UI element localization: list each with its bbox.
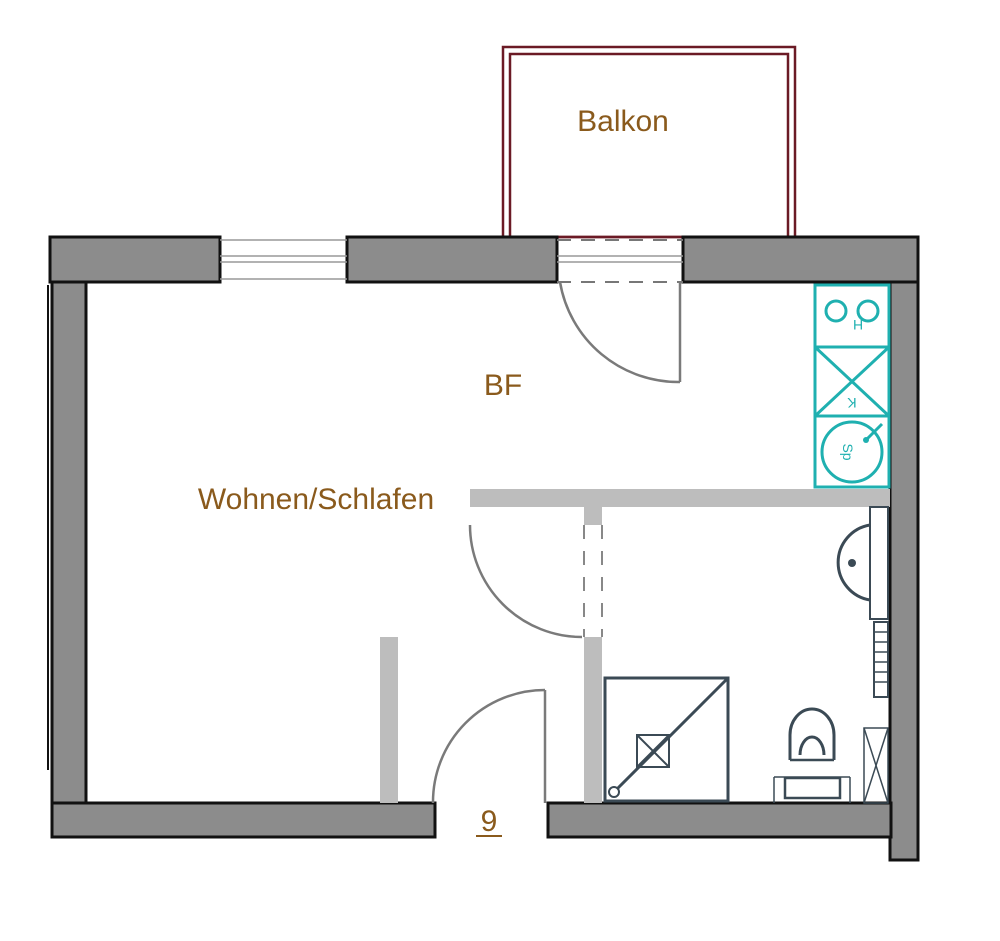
sink-label: Sp xyxy=(840,443,856,460)
hallway-label: BF xyxy=(484,369,522,402)
fridge-label: K xyxy=(847,395,857,411)
balcony-door-opening xyxy=(557,239,683,384)
toilet xyxy=(773,707,851,803)
unit-number: 9 xyxy=(481,805,498,838)
entrance-door xyxy=(431,688,547,804)
interior-partitions xyxy=(380,489,890,803)
radiator xyxy=(873,621,889,698)
shaft xyxy=(863,727,889,804)
kitchen-unit xyxy=(813,283,891,489)
window-left xyxy=(220,239,347,280)
hob-label: H xyxy=(853,317,863,333)
shower-tray xyxy=(603,676,730,803)
exterior-walls xyxy=(47,235,920,862)
bathroom-door xyxy=(468,524,583,639)
washbasin xyxy=(836,506,889,620)
living-room-label: Wohnen/Schlafen xyxy=(198,483,434,516)
balcony xyxy=(501,45,797,239)
balcony-label: Balkon xyxy=(577,105,669,138)
